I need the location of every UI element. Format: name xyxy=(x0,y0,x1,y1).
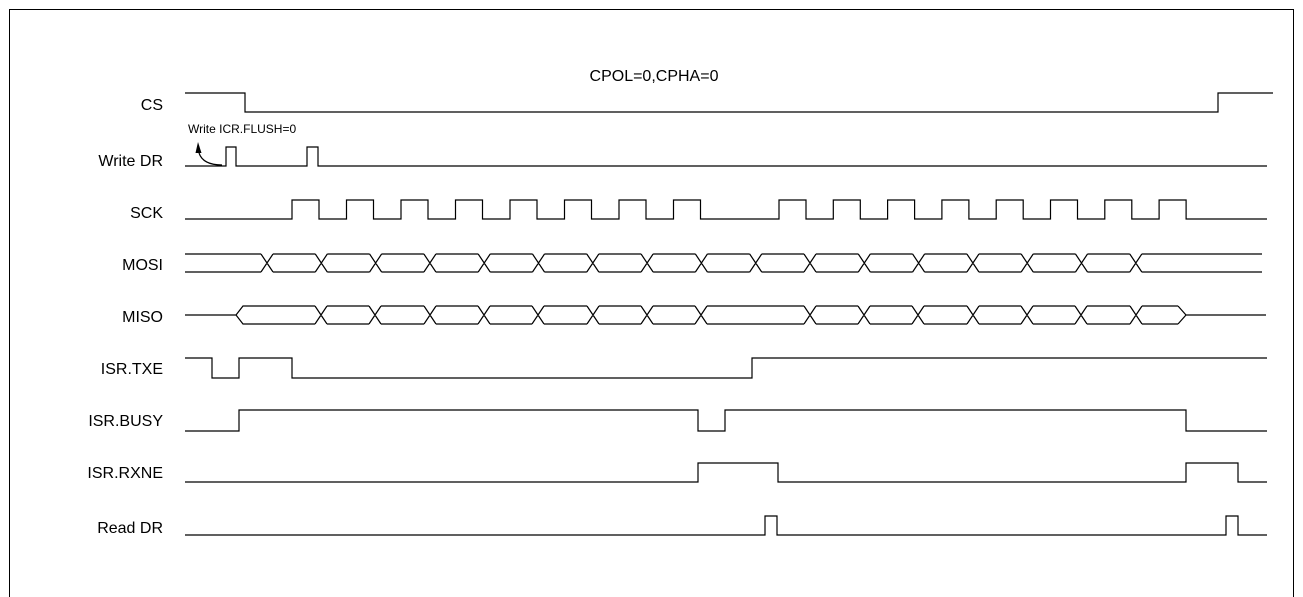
waveform-cs xyxy=(185,92,1273,113)
signal-label-write-dr: Write DR xyxy=(98,153,163,170)
waveform-mosi xyxy=(185,253,1262,273)
annotation-arrowhead-icon xyxy=(195,142,202,153)
signal-label-cs: CS xyxy=(141,97,163,114)
diagram-title: CPOL=0,CPHA=0 xyxy=(590,68,719,85)
flush-annotation: Write ICR.FLUSH=0 xyxy=(188,122,296,136)
waveform-miso xyxy=(185,305,1266,325)
waveform-isr-txe xyxy=(185,357,1267,379)
signal-label-read-dr: Read DR xyxy=(97,520,163,537)
waveform-sck xyxy=(185,199,1267,220)
signal-label-isr-rxne: ISR.RXNE xyxy=(87,465,163,482)
signal-label-isr-txe: ISR.TXE xyxy=(101,361,163,378)
signal-label-sck: SCK xyxy=(130,205,163,222)
annotation-arrow-line xyxy=(198,152,223,166)
waveform-read-dr xyxy=(185,515,1267,536)
diagram-frame xyxy=(9,9,1294,597)
signal-label-mosi: MOSI xyxy=(122,257,163,274)
signal-label-miso: MISO xyxy=(122,309,163,326)
waveform-write-dr xyxy=(185,146,1267,167)
waveform-isr-busy xyxy=(185,409,1267,432)
signal-label-isr-busy: ISR.BUSY xyxy=(88,413,163,430)
waveform-isr-rxne xyxy=(185,462,1267,483)
